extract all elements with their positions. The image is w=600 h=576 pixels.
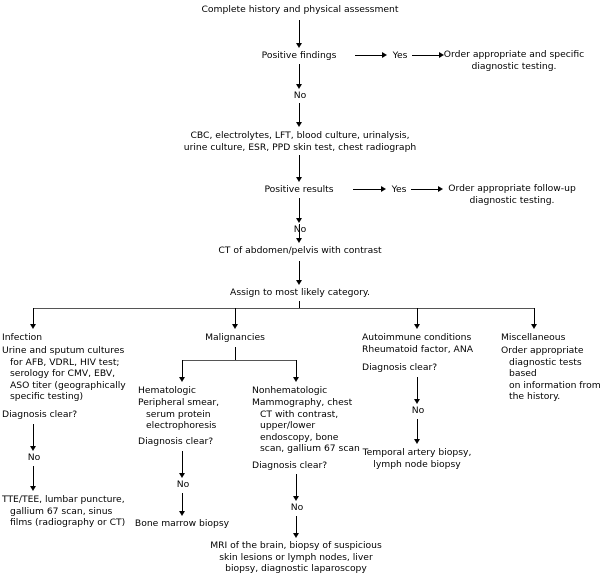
node-autoimmune-question: Diagnosis clear? — [362, 362, 438, 373]
arrow-down-icon — [30, 324, 36, 329]
arrow-down-icon — [179, 511, 185, 516]
node-no-2: No — [293, 224, 307, 235]
connector-branch-to-infection — [33, 308, 34, 326]
arrow-down-icon — [296, 122, 302, 127]
connector-nonhematologic-no-to-next — [296, 516, 297, 535]
connector-positive-results-to-yes — [353, 189, 382, 190]
node-assign-category: Assign to most likely category. — [230, 287, 370, 298]
arrow-down-icon — [30, 486, 36, 491]
arrow-down-icon — [179, 377, 185, 382]
node-positive-results: Positive results — [264, 184, 334, 195]
arrow-down-icon — [30, 446, 36, 451]
node-infection-question: Diagnosis clear? — [2, 409, 78, 420]
connector-branch-to-malignancies — [235, 308, 236, 326]
node-order-appropriate-followup: Order appropriate follow-up diagnostic t… — [448, 183, 576, 206]
arrow-down-icon — [414, 439, 420, 444]
connector-branch-to-miscellaneous — [534, 308, 535, 326]
connector-autoimmune-no-to-next — [417, 419, 418, 441]
branch-bar-main — [33, 308, 535, 309]
node-nonhematologic-question: Diagnosis clear? — [252, 460, 328, 471]
connector-yes-to-order-specific — [412, 55, 440, 56]
node-autoimmune-title: Autoimmune conditions — [362, 332, 472, 343]
arrow-down-icon — [296, 280, 302, 285]
connector-ct-to-assign — [299, 261, 300, 283]
arrow-down-icon — [296, 238, 302, 243]
arrow-right-icon — [382, 52, 387, 58]
node-malignancies-title: Malignancies — [205, 332, 265, 343]
node-autoimmune-tests: Rheumatoid factor, ANA — [362, 344, 473, 355]
connector-labs-to-positive-results — [299, 155, 300, 179]
node-infection-title: Infection — [2, 332, 43, 343]
connector-autoimmune-to-no — [417, 377, 418, 401]
connector-malignancies-to-subbranch — [235, 347, 236, 361]
node-start: Complete history and physical assessment — [201, 4, 399, 15]
node-positive-findings: Positive findings — [261, 50, 337, 61]
connector-hematologic-no-to-next — [182, 493, 183, 513]
connector-assign-to-branchbar — [299, 301, 300, 309]
connector-subbranch-to-hematologic — [182, 360, 183, 379]
arrow-right-icon — [381, 186, 386, 192]
arrow-down-icon — [179, 473, 185, 478]
node-yes-2: Yes — [391, 184, 407, 195]
node-ct-abdomen-pelvis: CT of abdomen/pelvis with contrast — [218, 245, 382, 256]
arrow-down-icon — [293, 377, 299, 382]
connector-no-to-labs — [299, 103, 300, 125]
node-yes-1: Yes — [392, 50, 408, 61]
connector-branch-to-autoimmune — [417, 308, 418, 326]
connector-infection-to-no — [33, 424, 34, 448]
arrow-down-icon — [296, 43, 302, 48]
arrow-down-icon — [232, 324, 238, 329]
node-infection-next-steps: TTE/TEE, lumbar puncture, gallium 67 sca… — [2, 494, 126, 529]
branch-bar-malignancies — [182, 360, 297, 361]
arrow-down-icon — [414, 399, 420, 404]
node-nonhematologic-no: No — [290, 502, 304, 513]
node-hematologic-question: Diagnosis clear? — [138, 436, 214, 447]
node-mri-biopsy-next-steps: MRI of the brain, biopsy of suspicious s… — [210, 540, 382, 575]
node-temporal-artery-biopsy: Temporal artery biopsy, lymph node biops… — [362, 447, 472, 470]
node-order-appropriate-specific: Order appropriate and specific diagnosti… — [443, 49, 585, 72]
node-nonhematologic-title: Nonhematologic — [252, 385, 328, 396]
arrow-down-icon — [293, 533, 299, 538]
node-no-1: No — [293, 90, 307, 101]
arrow-down-icon — [296, 177, 302, 182]
node-miscellaneous-tests: Order appropriate diagnostic tests based… — [501, 345, 600, 403]
node-initial-labs: CBC, electrolytes, LFT, blood culture, u… — [183, 130, 417, 153]
node-hematologic-tests: Peripheral smear, serum protein electrop… — [138, 397, 220, 432]
arrow-down-icon — [531, 324, 537, 329]
node-infection-no: No — [27, 452, 41, 463]
connector-positive-results-to-no — [299, 198, 300, 220]
arrow-right-icon — [439, 52, 444, 58]
connector-infection-no-to-next — [33, 466, 34, 488]
connector-positive-findings-to-no — [299, 64, 300, 86]
node-hematologic-no: No — [176, 479, 190, 490]
connector-nonhematologic-to-no — [296, 474, 297, 498]
node-hematologic-title: Hematologic — [138, 385, 196, 396]
node-nonhematologic-tests: Mammography, chest CT with contrast, upp… — [252, 397, 360, 455]
node-autoimmune-no: No — [411, 405, 425, 416]
arrow-right-icon — [438, 186, 443, 192]
node-infection-tests: Urine and sputum cultures for AFB, VDRL,… — [2, 345, 126, 403]
connector-yes-to-order-followup — [411, 189, 439, 190]
arrow-down-icon — [296, 84, 302, 89]
node-bone-marrow-biopsy: Bone marrow biopsy — [134, 518, 230, 529]
connector-no-to-ct — [299, 224, 300, 240]
connector-positive-findings-to-yes — [355, 55, 383, 56]
arrow-down-icon — [296, 218, 302, 223]
node-miscellaneous-title: Miscellaneous — [501, 332, 566, 343]
arrow-down-icon — [293, 496, 299, 501]
connector-start-to-positive-findings — [299, 20, 300, 45]
arrow-down-icon — [414, 324, 420, 329]
connector-subbranch-to-nonhematologic — [296, 360, 297, 379]
connector-hematologic-to-no — [182, 451, 183, 475]
